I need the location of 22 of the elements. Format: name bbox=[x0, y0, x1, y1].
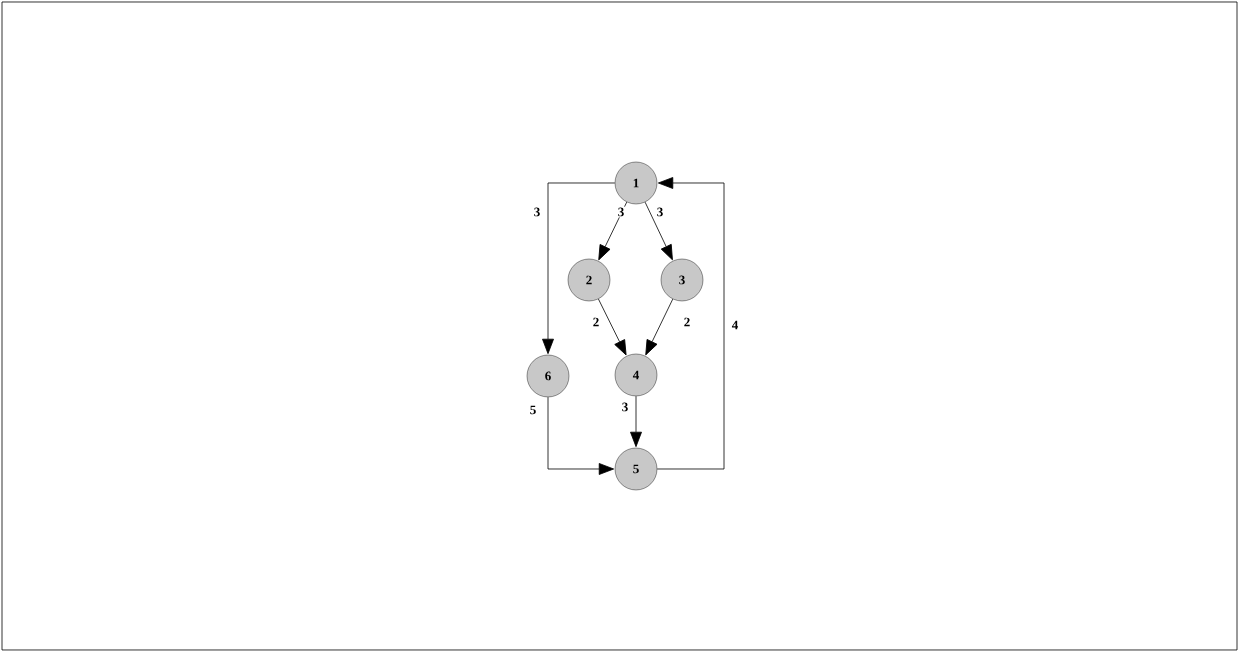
arrow bbox=[542, 182, 616, 355]
arrow bbox=[645, 298, 674, 356]
edge-label: 3 bbox=[616, 206, 626, 218]
arrow bbox=[598, 298, 627, 356]
arrow bbox=[598, 201, 628, 261]
arrow bbox=[644, 201, 673, 261]
circle-node: 2 bbox=[567, 258, 611, 302]
edge-label: 5 bbox=[528, 404, 538, 416]
edge-label: 4 bbox=[730, 319, 740, 331]
edge-label: 2 bbox=[591, 316, 601, 328]
arrow bbox=[630, 395, 642, 448]
edge-label: 3 bbox=[655, 206, 665, 218]
edge-label: 3 bbox=[620, 401, 630, 413]
circle-node: 6 bbox=[526, 354, 570, 398]
circle-node: 1 bbox=[614, 161, 658, 205]
edge-label: 3 bbox=[532, 206, 542, 218]
circle-node: 4 bbox=[614, 353, 658, 397]
arrow bbox=[656, 177, 725, 470]
arrow bbox=[547, 396, 615, 475]
circle-node: 5 bbox=[614, 447, 658, 491]
edge-label: 2 bbox=[682, 316, 692, 328]
circle-node: 3 bbox=[660, 258, 704, 302]
